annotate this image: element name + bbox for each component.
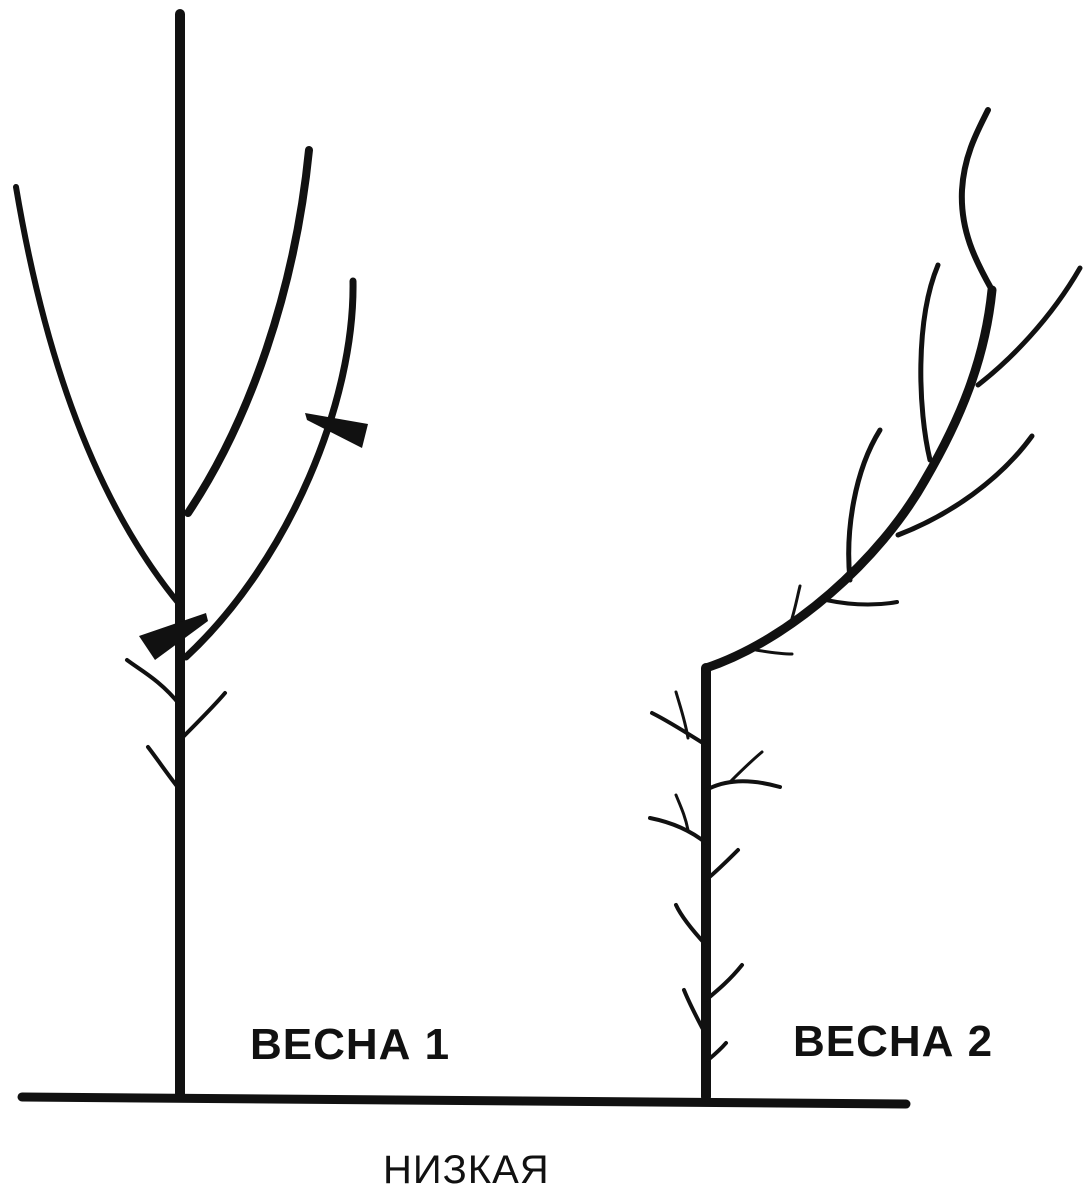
- cut-mark-icon: [139, 613, 208, 660]
- tree2-twig: [650, 818, 706, 843]
- tree2-main-leader: [706, 290, 992, 668]
- tree2-top-tip: [962, 110, 992, 290]
- tree2-branch: [826, 600, 897, 604]
- tree1-twig: [127, 660, 180, 705]
- tree-spring-1: [16, 14, 353, 1095]
- cut-mark-icon: [305, 413, 368, 448]
- tree1-twig: [180, 693, 225, 740]
- tree2-twig: [706, 965, 742, 1000]
- tree1-upper-right-branch: [188, 150, 309, 513]
- tree2-right-branch: [978, 268, 1080, 385]
- tree2-twig: [756, 650, 792, 654]
- tree2-branch: [921, 265, 938, 460]
- tree-spring-2: [650, 110, 1080, 1097]
- tree1-left-branch: [16, 187, 180, 605]
- label-spring-2: ВЕСНА 2: [793, 1017, 993, 1067]
- label-spring-1: ВЕСНА 1: [250, 1020, 450, 1070]
- tree2-twig: [706, 781, 780, 790]
- tree2-twig: [730, 752, 762, 782]
- caption-low: НИЗКАЯ: [383, 1148, 550, 1193]
- ground-line: [22, 1097, 906, 1104]
- tree2-twig: [652, 713, 706, 745]
